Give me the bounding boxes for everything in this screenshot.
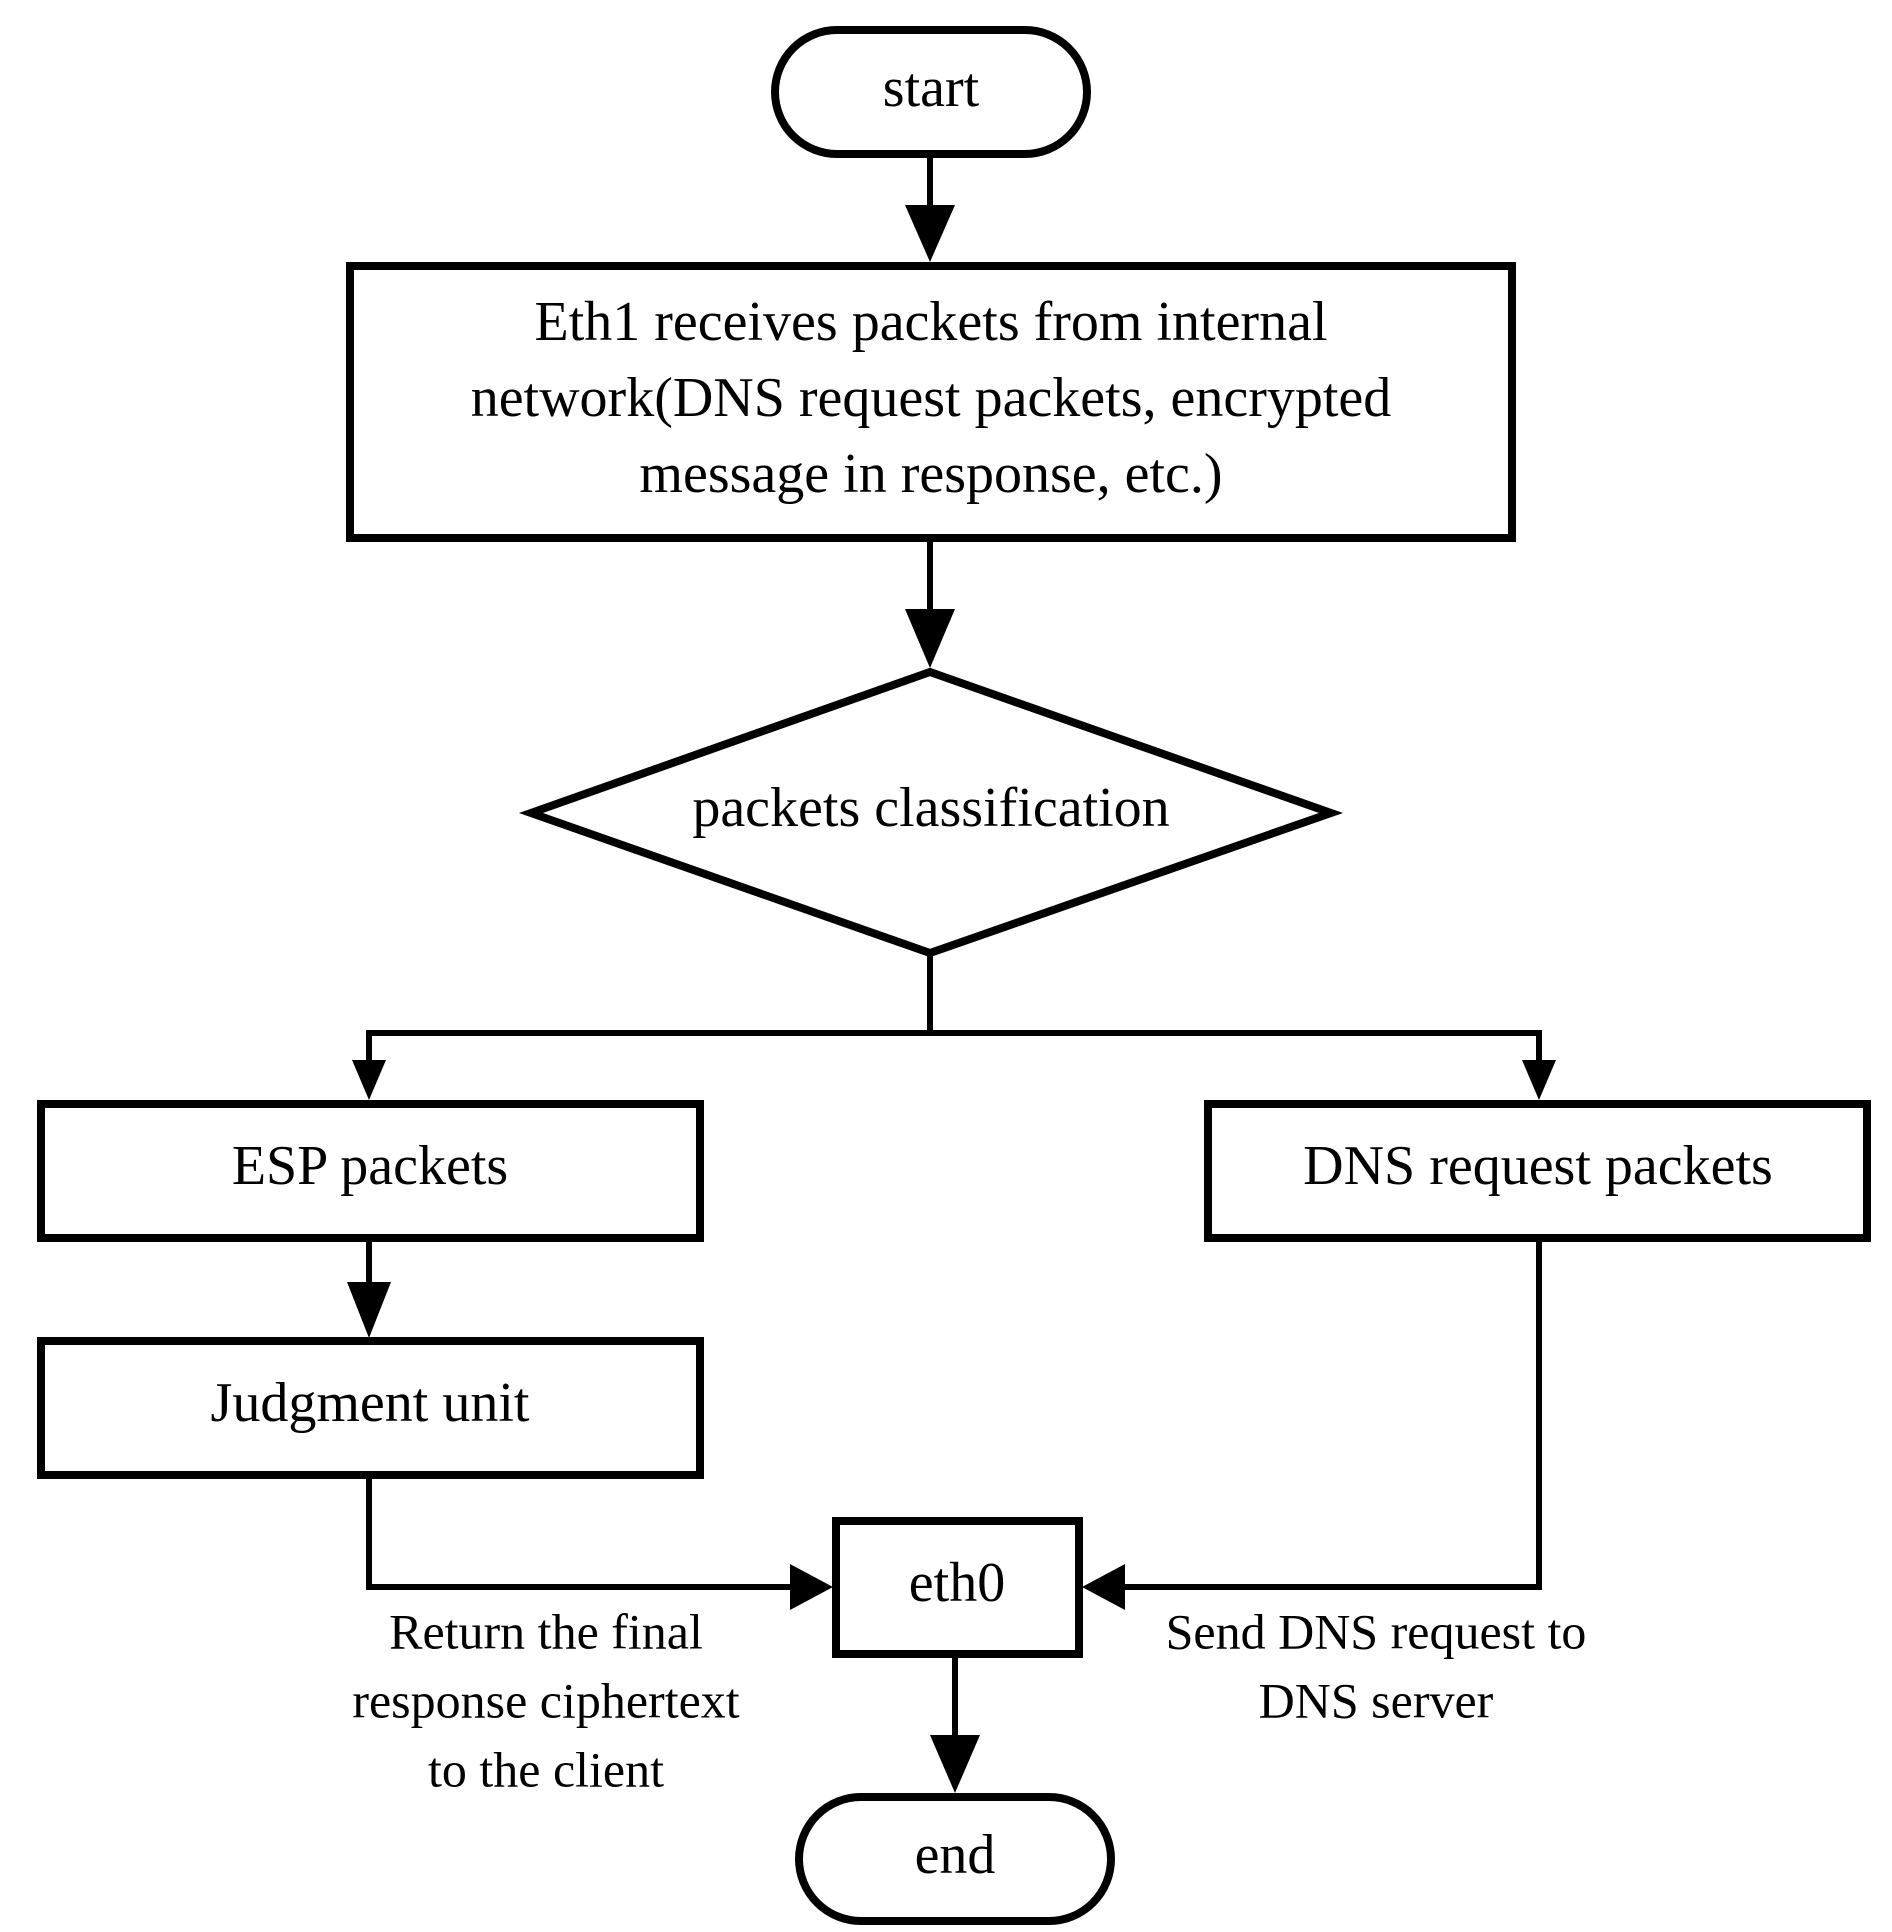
end-label: end bbox=[915, 1824, 996, 1886]
return-line-3: to the client bbox=[428, 1741, 664, 1797]
arrow-eth0-to-end bbox=[930, 1658, 980, 1793]
receive-packets-node: Eth1 receives packets from internal netw… bbox=[346, 262, 1516, 542]
eth0-label: eth0 bbox=[909, 1552, 1005, 1614]
classification-decision: packets classification bbox=[518, 667, 1344, 958]
send-line-2: DNS server bbox=[1259, 1672, 1494, 1728]
start-node: start bbox=[771, 26, 1091, 158]
classification-label: packets classification bbox=[692, 777, 1169, 839]
judgment-unit-label: Judgment unit bbox=[211, 1372, 530, 1434]
arrow-dns-to-eth0 bbox=[1082, 1240, 1542, 1610]
eth0-node: eth0 bbox=[832, 1517, 1083, 1658]
arrow-esp-to-judgment bbox=[347, 1240, 391, 1338]
connectors bbox=[347, 157, 1556, 1793]
arrow-classification-split bbox=[352, 953, 1556, 1100]
return-line-2: response ciphertext bbox=[352, 1672, 739, 1728]
receive-line-2: network(DNS request packets, encrypted bbox=[471, 367, 1392, 429]
send-dns-request-label: Send DNS request to DNS server bbox=[1166, 1603, 1587, 1728]
dns-request-node: DNS request packets bbox=[1204, 1100, 1871, 1242]
arrow-judgment-to-eth0 bbox=[366, 1477, 833, 1610]
send-line-1: Send DNS request to bbox=[1166, 1603, 1587, 1659]
judgment-unit-node: Judgment unit bbox=[37, 1337, 704, 1479]
return-ciphertext-label: Return the final response ciphertext to … bbox=[352, 1603, 739, 1797]
dns-request-label: DNS request packets bbox=[1303, 1135, 1773, 1197]
return-line-1: Return the final bbox=[389, 1603, 703, 1659]
arrow-start-to-receive bbox=[905, 157, 955, 262]
receive-line-1: Eth1 receives packets from internal bbox=[535, 291, 1328, 353]
esp-packets-label: ESP packets bbox=[232, 1135, 508, 1197]
end-node: end bbox=[795, 1793, 1115, 1925]
arrow-receive-to-classification bbox=[905, 540, 955, 668]
start-label: start bbox=[883, 57, 980, 119]
receive-line-3: message in response, etc.) bbox=[639, 443, 1222, 505]
esp-packets-node: ESP packets bbox=[37, 1100, 704, 1242]
